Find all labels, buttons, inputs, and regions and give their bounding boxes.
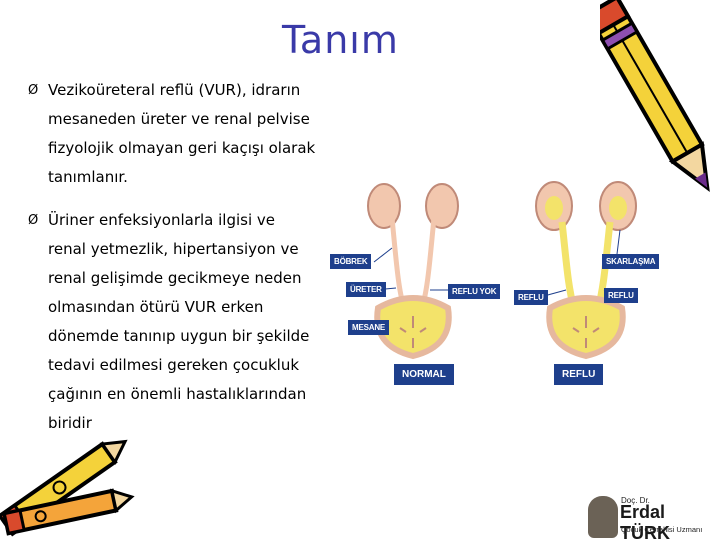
bullet-item: Ø Vezikoüreteral reflü (VUR), idrarın me… bbox=[28, 76, 328, 192]
bullet-list: Ø Vezikoüreteral reflü (VUR), idrarın me… bbox=[28, 76, 328, 452]
bullet-line: Üriner enfeksiyonlarla ilgisi ve bbox=[48, 211, 275, 229]
bullet-line: tanımlanır. bbox=[48, 168, 128, 186]
label-kidney: BÖBREK bbox=[330, 254, 372, 269]
label-no-reflux: REFLU YOK bbox=[448, 284, 501, 299]
pencil-icon bbox=[600, 0, 710, 193]
label-reflux-left: REFLU bbox=[514, 290, 548, 305]
label-bladder: MESANE bbox=[348, 320, 390, 335]
avatar bbox=[588, 496, 618, 538]
bullet-line: mesaneden üreter ve renal pelvise bbox=[48, 110, 310, 128]
bullet-line: çağının en önemli hastalıklarından bbox=[48, 385, 307, 403]
slide-title: Tanım bbox=[282, 18, 399, 62]
bullet-line: Vezikoüreteral reflü (VUR), idrarın bbox=[48, 81, 301, 99]
label-reflux-bottom: REFLU bbox=[554, 364, 604, 385]
logo-name: Erdal TÜRK bbox=[620, 502, 670, 543]
bullet-arrow-icon: Ø bbox=[28, 213, 39, 228]
bullet-line: fizyolojik olmayan geri kaçışı olarak bbox=[48, 139, 316, 157]
vur-diagram: BÖBREK ÜRETER MESANE REFLU YOK REFLU SKA… bbox=[326, 178, 666, 390]
bullet-line: olmasından ötürü VUR erken bbox=[48, 298, 264, 316]
label-normal: NORMAL bbox=[394, 364, 454, 385]
logo-subtitle: Çocuk Cerrahisi Uzmanı bbox=[621, 525, 703, 534]
bullet-line: biridir bbox=[48, 414, 92, 432]
bullet-line: renal yetmezlik, hipertansiyon ve bbox=[48, 240, 299, 258]
label-ureter: ÜRETER bbox=[346, 282, 386, 297]
logo-title: Doç. Dr. bbox=[621, 496, 650, 505]
pencils-icon bbox=[0, 439, 135, 537]
label-scarring: SKARLAŞMA bbox=[602, 254, 660, 269]
bullet-arrow-icon: Ø bbox=[28, 83, 39, 98]
label-reflux-right: REFLU bbox=[604, 288, 638, 303]
author-logo: Doç. Dr. Erdal TÜRK Çocuk Cerrahisi Uzma… bbox=[588, 494, 718, 543]
urinary-tract-illustration bbox=[367, 181, 637, 360]
bullet-line: dönemde tanınıp uygun bir şekilde bbox=[48, 327, 310, 345]
bullet-item: Ø Üriner enfeksiyonlarla ilgisi ve renal… bbox=[28, 206, 328, 438]
bullet-line: tedavi edilmesi gereken çocukluk bbox=[48, 356, 300, 374]
bullet-line: renal gelişimde gecikmeye neden bbox=[48, 269, 302, 287]
